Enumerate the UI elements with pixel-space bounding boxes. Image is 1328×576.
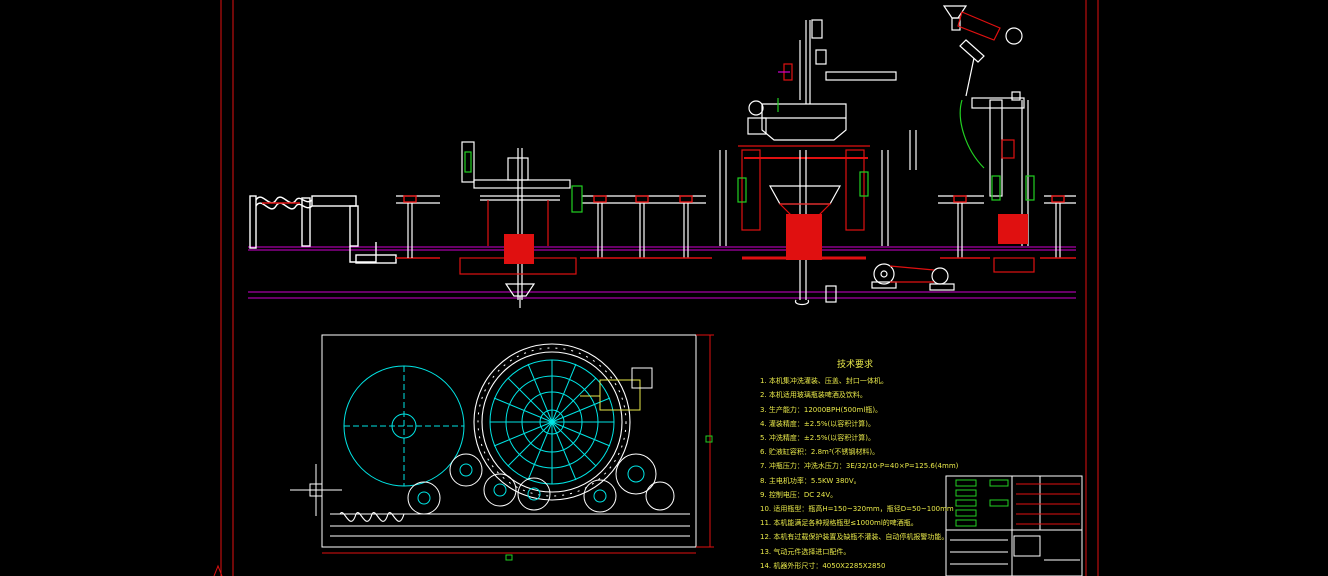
tech-note: 3. 生产能力：12000BPH(500ml瓶)。 xyxy=(760,405,883,414)
title-block xyxy=(945,475,1083,576)
tech-note: 8. 主电机功率：5.5KW 380V。 xyxy=(760,476,861,485)
tech-note: 5. 冲洗精度：±2.5%(以容积计算)。 xyxy=(760,434,876,443)
front-elevation-view xyxy=(248,5,1076,308)
tech-note: 13. 气动元件选择进口配件。 xyxy=(760,547,851,556)
tech-requirements-notes: 技术要求 1. 本机集冲洗灌装、压盖、封口一体机。 2. 本机适用玻璃瓶装啤酒及… xyxy=(760,358,960,573)
drawing-frame xyxy=(220,0,1099,576)
tech-note: 14. 机器外形尺寸：4050X2285X2850 xyxy=(760,561,886,570)
tech-note: 10. 适用瓶型：瓶高H=150~320mm，瓶径D=50~100mm xyxy=(760,505,954,514)
tech-note: 2. 本机适用玻璃瓶装啤酒及饮料。 xyxy=(760,391,867,400)
tech-note: 6. 贮液缸容积：2.8m³(不锈钢材料)。 xyxy=(760,448,880,457)
tech-requirements-title: 技术要求 xyxy=(836,360,873,370)
tech-note: 1. 本机集冲洗灌装、压盖、封口一体机。 xyxy=(760,377,888,386)
tech-note: 7. 冲瓶压力：冲洗水压力：3E/32/10-P=40×P=125.6(4mm) xyxy=(760,462,959,471)
tech-note: 4. 灌装精度：±2.5%(以容积计算)。 xyxy=(760,419,876,428)
plan-view xyxy=(290,334,714,561)
tech-note: 12. 本机有过载保护装置及缺瓶不灌装、自动停机报警功能。 xyxy=(760,533,949,542)
ucs-icon xyxy=(213,564,223,576)
tech-note: 9. 控制电压：DC 24V。 xyxy=(760,490,838,499)
tech-note: 11. 本机能满足各种规格瓶型≤1000ml的啤酒瓶。 xyxy=(760,519,918,528)
